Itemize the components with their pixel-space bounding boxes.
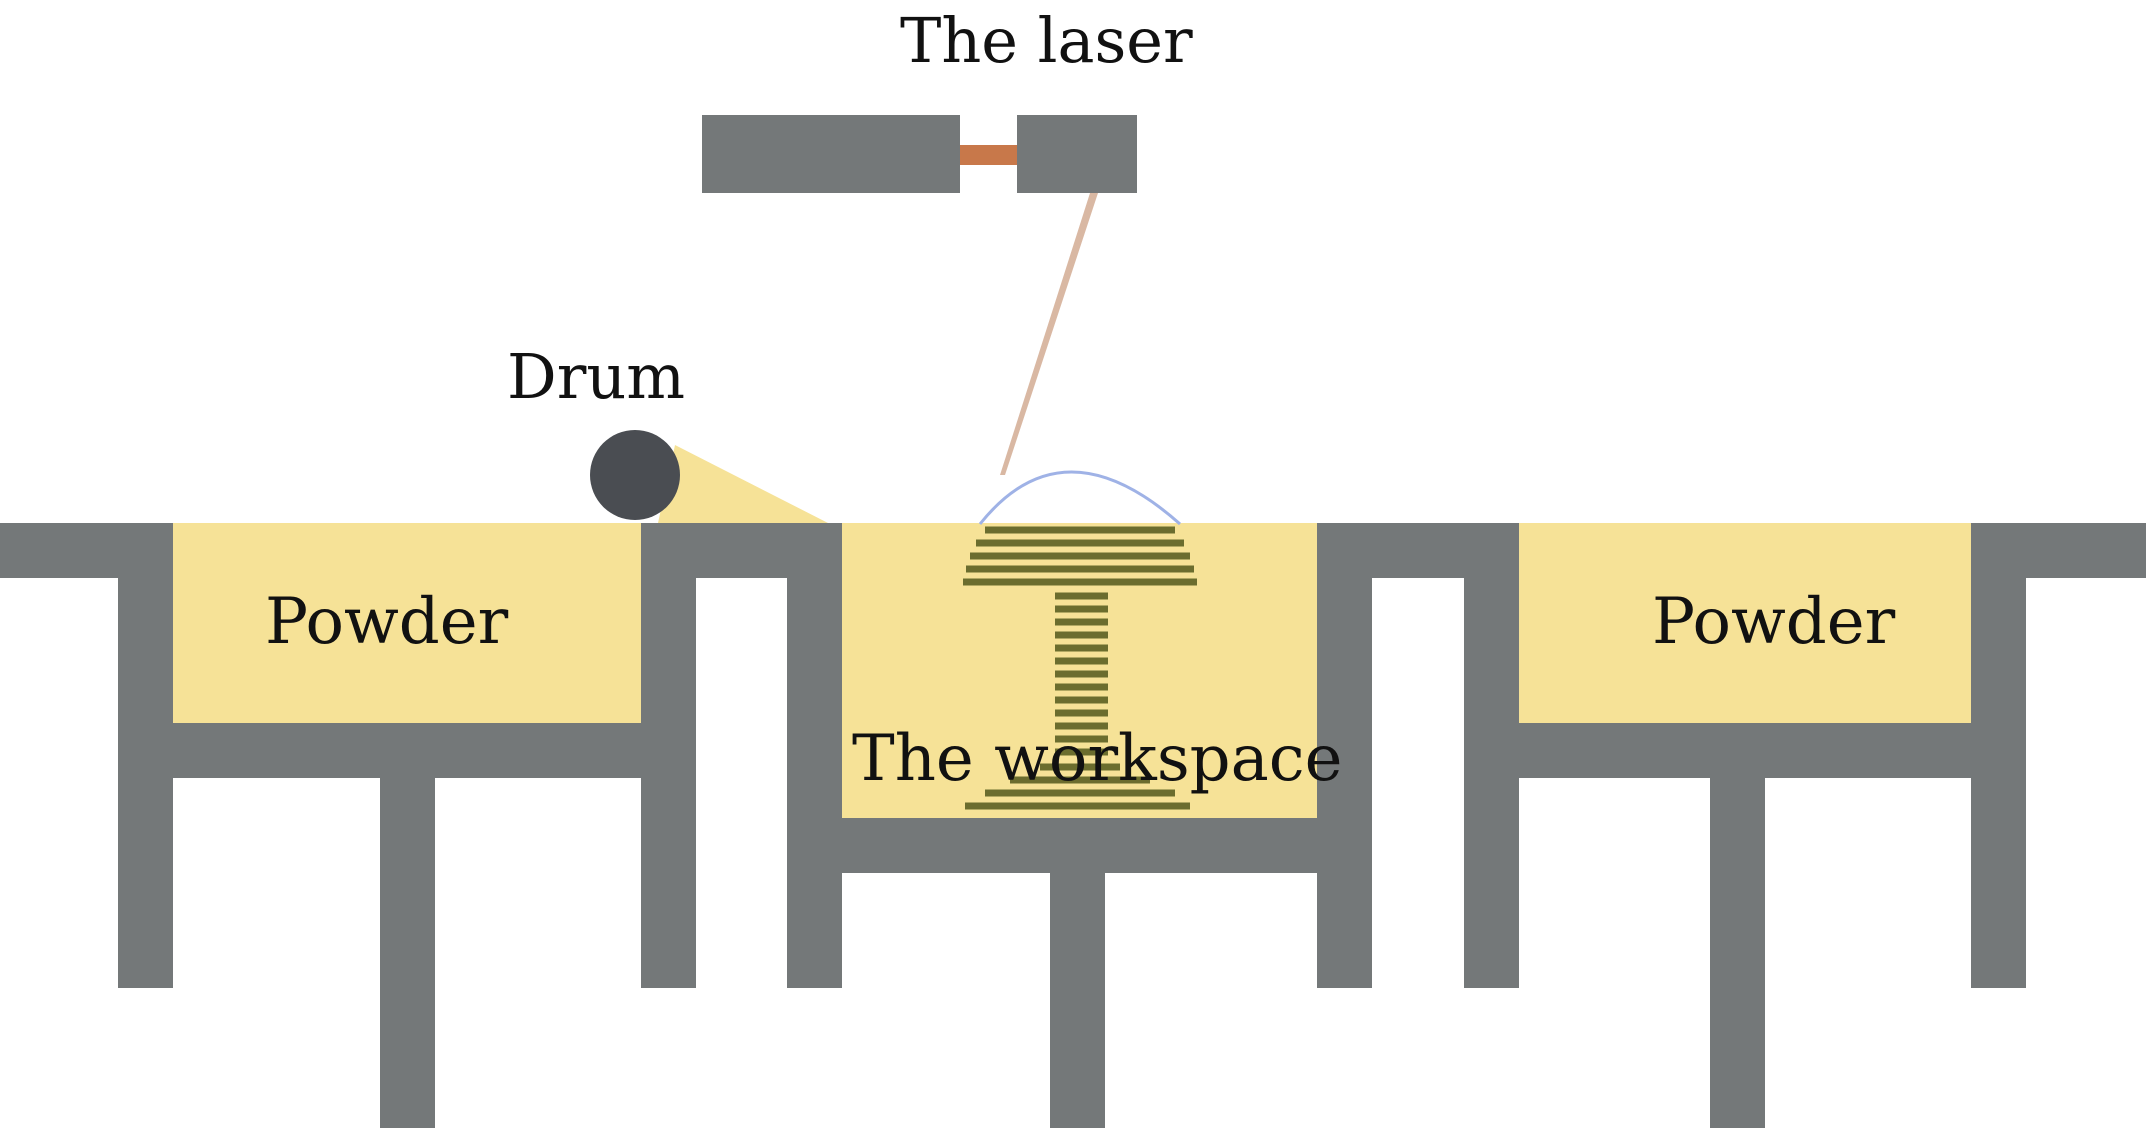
right-piston-plate (1519, 723, 1971, 778)
workspace-piston-rod (1050, 873, 1105, 1128)
left-chamber-inner-wall (641, 523, 696, 988)
right-piston-rod (1710, 778, 1765, 1128)
laser-connector (960, 145, 1017, 165)
laser-unit (702, 115, 1137, 193)
laser-label: The laser (900, 4, 1193, 77)
left-piston-plate (173, 723, 641, 778)
drum-label: Drum (507, 340, 686, 413)
laser-body-left (702, 115, 960, 193)
right-chamber-outer-wall (1971, 523, 2026, 988)
left-piston-rod (380, 778, 435, 1128)
workspace-left-wall (787, 523, 842, 988)
powder-bed-right (1519, 523, 1971, 723)
printed-part (963, 526, 1197, 810)
powder-bed-left (173, 523, 641, 723)
drum-roller (590, 430, 680, 520)
workspace-piston-plate (842, 818, 1317, 873)
workspace-label: The workspace (852, 722, 1343, 796)
laser-head (1017, 115, 1137, 193)
powder-left-label: Powder (265, 585, 509, 659)
powder-right-label: Powder (1652, 585, 1896, 659)
drum-powder-spread (658, 445, 828, 523)
left-chamber-outer-wall (118, 523, 173, 988)
right-chamber-inner-wall (1464, 523, 1519, 988)
melt-pool-arc (978, 470, 1181, 526)
workspace-right-wall (1317, 523, 1372, 988)
machine-frame (0, 523, 2146, 1128)
laser-beam (1000, 193, 1098, 475)
